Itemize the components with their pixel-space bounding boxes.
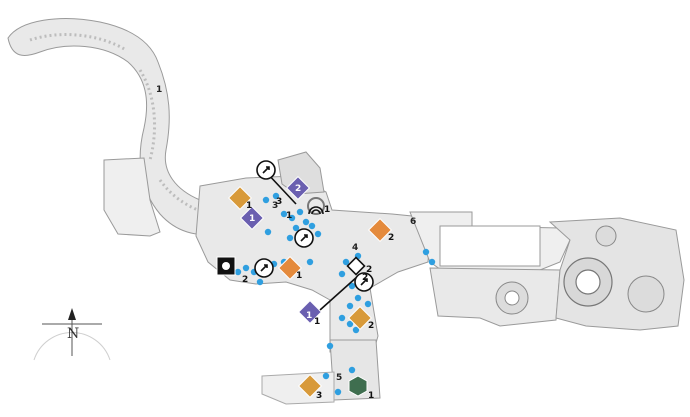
- loot-dot[interactable]: [314, 230, 322, 238]
- marker-label: 1: [246, 201, 252, 211]
- marker-label: 1: [324, 205, 330, 215]
- north-chamber-arch: [307, 197, 325, 215]
- loot-dot[interactable]: [256, 278, 264, 286]
- orange-diamond-icon[interactable]: [277, 255, 303, 281]
- marker-labels: 1 2 1 1 1 2 1 2 2 1 2 3 1 3 1 2: [242, 184, 394, 401]
- loot-dot[interactable]: [306, 258, 314, 266]
- target-markers: [254, 160, 374, 292]
- loot-dot[interactable]: [422, 248, 430, 256]
- gold-diamond-icon[interactable]: [347, 305, 373, 331]
- east-rotunda-right: [627, 275, 665, 313]
- target-arrow-icon[interactable]: [294, 228, 314, 248]
- loot-dot[interactable]: [346, 302, 354, 310]
- purple-diamond-icon[interactable]: [297, 299, 323, 325]
- loot-dot[interactable]: [272, 192, 280, 200]
- loot-dot[interactable]: [308, 222, 316, 230]
- loot-dot[interactable]: [338, 314, 346, 322]
- loot-dot[interactable]: [234, 268, 242, 276]
- archway-icon[interactable]: [308, 206, 324, 215]
- purple-diamond-icon[interactable]: [285, 175, 311, 201]
- checkpoint-diamond-icon[interactable]: [346, 256, 366, 276]
- gold-diamond-icon[interactable]: [227, 185, 253, 211]
- marker-label: 2: [368, 321, 374, 331]
- area-label: 5: [336, 373, 342, 383]
- target-arrow-icon[interactable]: [254, 258, 274, 278]
- gold-diamond-icon[interactable]: [297, 373, 323, 399]
- purple-markers: [239, 175, 323, 325]
- marker-label: 1: [249, 214, 255, 224]
- area-label: 6: [410, 217, 416, 227]
- west-annex: [103, 157, 161, 237]
- marker-label: 1: [286, 211, 292, 221]
- loot-dot[interactable]: [296, 208, 304, 216]
- compass-label: N: [67, 326, 79, 342]
- area-label: 1: [156, 85, 162, 95]
- marker-label: 3: [276, 197, 282, 207]
- gold-markers: [227, 185, 373, 399]
- north-chamber: [277, 151, 325, 195]
- target-arrow-icon[interactable]: [256, 160, 276, 180]
- loot-dot[interactable]: [428, 258, 436, 266]
- purple-diamond-icon[interactable]: [239, 205, 265, 231]
- loot-dot[interactable]: [348, 366, 356, 374]
- marker-label: 2: [388, 233, 394, 243]
- loot-dot[interactable]: [348, 282, 356, 290]
- marker-label: 2: [295, 184, 301, 194]
- marker-label: 2: [362, 273, 368, 283]
- east-courtyard: [439, 225, 541, 267]
- floor-plan: [7, 18, 685, 405]
- loot-dot[interactable]: [286, 234, 294, 242]
- marker-label: 3: [316, 391, 322, 401]
- cave-passage-north-texture: [29, 33, 211, 216]
- loot-dot[interactable]: [302, 218, 310, 226]
- loot-dot[interactable]: [346, 320, 354, 328]
- loot-dot[interactable]: [322, 372, 330, 380]
- east-rotunda-top: [595, 225, 617, 247]
- objective-line: [319, 275, 359, 311]
- marker-label: 2: [366, 265, 372, 275]
- marker-label: 1: [368, 391, 374, 401]
- area-label: 4: [352, 243, 358, 253]
- loot-dot[interactable]: [264, 228, 272, 236]
- area-label: 3: [272, 201, 278, 211]
- loot-dot[interactable]: [262, 196, 270, 204]
- loot-dot[interactable]: [342, 258, 350, 266]
- loot-dot[interactable]: [338, 270, 346, 278]
- loot-dot[interactable]: [364, 300, 372, 308]
- black-square-icon[interactable]: [216, 256, 236, 276]
- east-rotunda-small-inner: [504, 290, 520, 306]
- marker-label: 1: [296, 271, 302, 281]
- loot-dot[interactable]: [242, 264, 250, 272]
- east-lower-wing: [429, 267, 561, 327]
- loot-dot[interactable]: [292, 224, 300, 232]
- loot-dot[interactable]: [334, 388, 342, 396]
- marker-label: 2: [242, 275, 248, 285]
- loot-dot[interactable]: [288, 214, 296, 222]
- great-rotunda-inner: [575, 269, 601, 295]
- target-arrow-icon[interactable]: [354, 272, 374, 292]
- marker-label: 1: [314, 317, 320, 327]
- loot-dot[interactable]: [280, 210, 288, 218]
- loot-dot[interactable]: [354, 294, 362, 302]
- loot-dot[interactable]: [352, 326, 360, 334]
- area-labels: 1 3 4 5 6: [156, 85, 416, 383]
- orange-markers: [277, 217, 393, 281]
- orange-diamond-icon[interactable]: [367, 217, 393, 243]
- compass-icon: N: [33, 308, 111, 361]
- green-hexagon-icon[interactable]: [348, 375, 368, 397]
- marker-label: 1: [306, 311, 312, 321]
- loot-dot[interactable]: [326, 342, 334, 350]
